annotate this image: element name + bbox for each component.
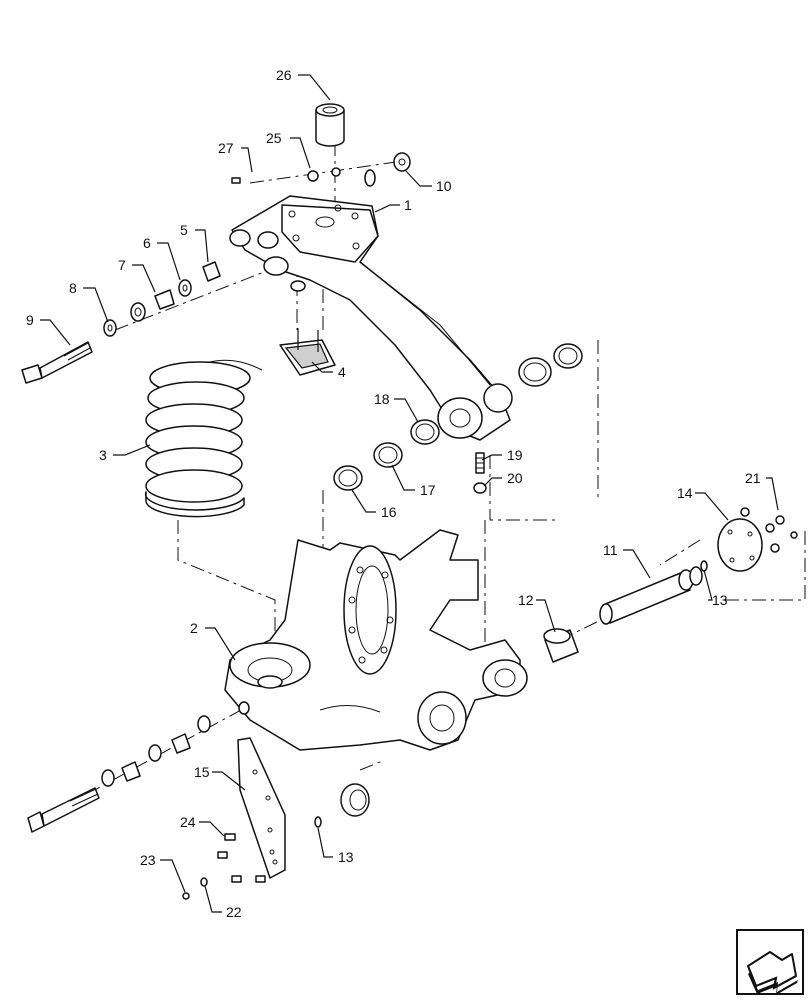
callout-26: 26 <box>276 67 292 83</box>
callout-12: 12 <box>518 592 534 608</box>
callout-14: 14 <box>677 485 693 501</box>
part-15-plate <box>237 737 286 879</box>
part-3-coil-spring <box>144 359 263 518</box>
part-9-bolt <box>21 341 93 384</box>
part-13-snap-rings <box>314 560 708 828</box>
callout-13-lower: 13 <box>338 849 354 865</box>
callout-9: 9 <box>26 312 34 328</box>
part-21-bolts <box>740 507 798 553</box>
callout-13-upper: 13 <box>712 592 728 608</box>
callout-17: 17 <box>420 482 436 498</box>
callout-20: 20 <box>507 470 523 486</box>
callout-6: 6 <box>143 235 151 251</box>
next-page-arrow-icon[interactable] <box>736 929 804 995</box>
part-4-pad <box>279 328 336 376</box>
callout-21: 21 <box>745 470 761 486</box>
part-1-upper-arm <box>229 195 513 441</box>
callout-24: 24 <box>180 814 196 830</box>
callout-7: 7 <box>118 257 126 273</box>
part-12-split-bushing <box>543 628 579 663</box>
callout-3: 3 <box>99 447 107 463</box>
callout-labels: 26 27 25 10 1 5 6 7 8 9 4 3 18 17 16 19 … <box>26 67 761 920</box>
callout-18: 18 <box>374 391 390 407</box>
parts-5-8-bushings-washers <box>103 261 221 337</box>
callout-15: 15 <box>194 764 210 780</box>
part-2-knuckle-housing <box>224 529 528 751</box>
callout-4: 4 <box>338 364 346 380</box>
callout-5: 5 <box>180 222 188 238</box>
top-hardware <box>231 152 411 187</box>
callout-2: 2 <box>190 620 198 636</box>
part-11-king-pin <box>599 566 703 625</box>
callout-19: 19 <box>507 447 523 463</box>
callout-27: 27 <box>218 140 234 156</box>
parts-16-18-rings <box>333 343 583 491</box>
leader-lines <box>40 74 779 913</box>
part-14-cap <box>717 518 763 572</box>
parts-19-20-stud-nut <box>473 452 487 494</box>
callout-25: 25 <box>266 130 282 146</box>
lower-bolt-and-bushings <box>27 701 250 833</box>
callout-22: 22 <box>226 904 242 920</box>
callout-10: 10 <box>436 178 452 194</box>
callout-1: 1 <box>404 197 412 213</box>
callout-8: 8 <box>69 280 77 296</box>
callout-16: 16 <box>381 504 397 520</box>
bearing-cup <box>340 783 370 817</box>
callout-11: 11 <box>603 542 618 558</box>
parts-22-24-bolts <box>182 833 266 900</box>
callout-23: 23 <box>140 852 156 868</box>
part-26-bushing <box>315 103 345 147</box>
